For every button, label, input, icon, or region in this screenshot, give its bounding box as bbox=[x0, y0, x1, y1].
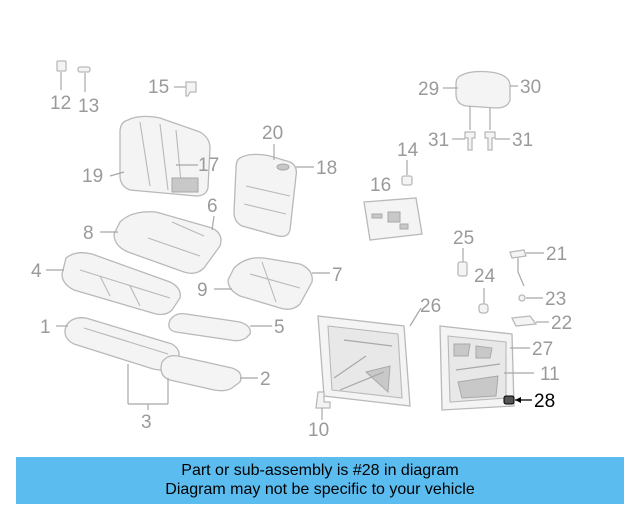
callout-31-left[interactable]: 31 bbox=[428, 130, 449, 151]
callout-28[interactable]: 28 bbox=[534, 391, 555, 412]
callout-21[interactable]: 21 bbox=[546, 244, 567, 265]
part-4-seat-frame bbox=[46, 252, 181, 316]
parts-diagram: 12 13 15 19 17 20 18 29 30 31 31 bbox=[31, 60, 572, 441]
callout-1[interactable]: 1 bbox=[40, 317, 51, 338]
callout-6[interactable]: 6 bbox=[207, 196, 218, 217]
callout-29[interactable]: 29 bbox=[418, 79, 439, 100]
info-line-part: Part or sub-assembly is #28 in diagram bbox=[181, 462, 459, 479]
callout-14[interactable]: 14 bbox=[397, 140, 419, 161]
part-26-seatback-frame bbox=[315, 307, 422, 409]
part-8-seat-cushion bbox=[100, 211, 222, 274]
callout-25[interactable]: 25 bbox=[453, 228, 474, 249]
part-25-latch bbox=[457, 248, 468, 277]
info-banner: Part or sub-assembly is #28 in diagram D… bbox=[16, 457, 624, 504]
callout-20[interactable]: 20 bbox=[262, 123, 283, 144]
part-5-pad bbox=[168, 312, 272, 342]
part-2-seat-pan bbox=[160, 354, 258, 392]
part-18-seatback-right bbox=[233, 144, 314, 238]
part-24-button bbox=[478, 288, 489, 314]
part-23-pin bbox=[518, 294, 543, 302]
part-13-clip bbox=[77, 66, 91, 92]
callout-5[interactable]: 5 bbox=[274, 317, 285, 338]
callout-24[interactable]: 24 bbox=[474, 266, 496, 287]
info-line-disclaimer: Diagram may not be specific to your vehi… bbox=[165, 481, 475, 498]
callout-26[interactable]: 26 bbox=[420, 296, 441, 317]
callout-3[interactable]: 3 bbox=[141, 412, 152, 433]
callout-18[interactable]: 18 bbox=[316, 158, 337, 179]
part-15-clip bbox=[174, 81, 197, 97]
callout-16[interactable]: 16 bbox=[370, 175, 391, 196]
callout-27[interactable]: 27 bbox=[532, 339, 553, 360]
callout-19[interactable]: 19 bbox=[82, 166, 103, 187]
part-21-cable bbox=[509, 249, 544, 287]
callout-11[interactable]: 11 bbox=[540, 364, 560, 385]
callout-17[interactable]: 17 bbox=[198, 155, 219, 176]
callout-31-right[interactable]: 31 bbox=[512, 130, 533, 151]
part-27-seatback-frame-right bbox=[439, 325, 534, 411]
callout-13[interactable]: 13 bbox=[78, 96, 99, 117]
callout-10[interactable]: 10 bbox=[308, 420, 329, 441]
part-22-bezel bbox=[511, 315, 549, 327]
callout-4[interactable]: 4 bbox=[31, 261, 42, 282]
part-28-bolt[interactable] bbox=[503, 395, 532, 405]
part-19-seatback-left bbox=[109, 115, 211, 197]
part-7-seat-cushion-right bbox=[214, 257, 330, 310]
callout-7[interactable]: 7 bbox=[332, 265, 343, 286]
part-16-hardware-kit bbox=[363, 197, 423, 241]
part-1-seat-pan bbox=[56, 317, 180, 371]
callout-22[interactable]: 22 bbox=[551, 313, 572, 334]
callout-9[interactable]: 9 bbox=[197, 280, 208, 301]
part-29-headrest bbox=[443, 70, 518, 151]
part-14-grommet bbox=[401, 160, 413, 186]
callout-2[interactable]: 2 bbox=[260, 369, 271, 390]
callout-12[interactable]: 12 bbox=[50, 93, 71, 114]
callout-8[interactable]: 8 bbox=[83, 223, 94, 244]
callout-30[interactable]: 30 bbox=[520, 77, 541, 98]
part-3-leader bbox=[127, 364, 169, 410]
callout-23[interactable]: 23 bbox=[545, 289, 566, 310]
callout-15[interactable]: 15 bbox=[148, 77, 169, 98]
part-12-clip bbox=[56, 60, 67, 90]
